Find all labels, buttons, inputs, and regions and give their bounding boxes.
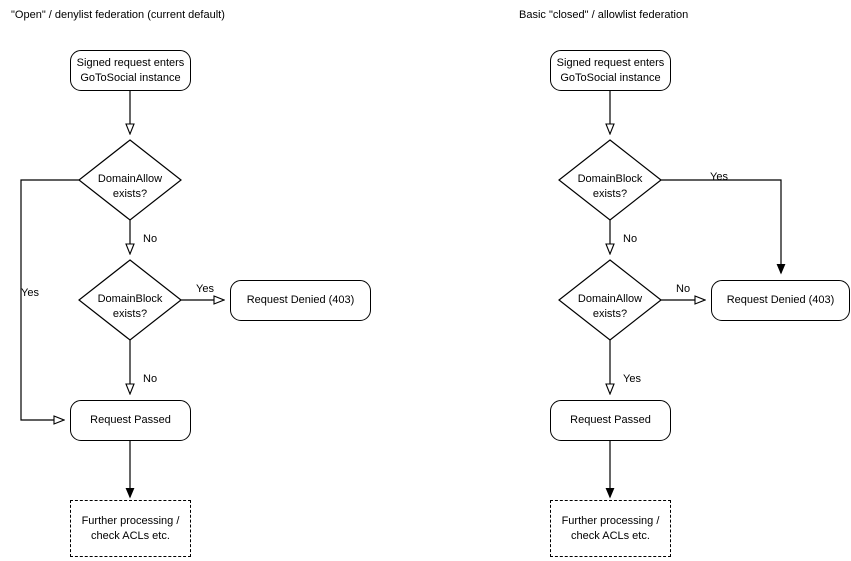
node-start-right[interactable]: Signed request enters GoToSocial instanc… xyxy=(550,50,671,91)
edge-label-decision2-no-left: No xyxy=(143,373,158,385)
edge-decision1-yes-loop xyxy=(20,179,79,420)
node-request-denied-left[interactable]: Request Denied (403) xyxy=(230,280,371,321)
node-further-processing-left[interactable]: Further processing / check ACLs etc. xyxy=(70,500,191,557)
node-request-passed-left[interactable]: Request Passed xyxy=(70,400,191,441)
edge-label-decision2-no-right: No xyxy=(676,283,691,295)
decision-diamond-domainblock[interactable] xyxy=(78,259,182,341)
edge-label-decision1-no-left: No xyxy=(143,233,158,245)
left-diagram-shapes: diamond2 --> Request Denied --> Request … xyxy=(20,90,223,497)
node-request-denied-right[interactable]: Request Denied (403) xyxy=(711,280,850,321)
right-diagram-title: Basic "closed" / allowlist federation xyxy=(519,9,689,21)
edge-label-decision1-yes-left: Yes xyxy=(21,287,39,299)
node-further-processing-right[interactable]: Further processing / check ACLs etc. xyxy=(550,500,671,557)
node-request-passed-right[interactable]: Request Passed xyxy=(550,400,671,441)
right-diagram-shapes: right then down into top of Request Deni… xyxy=(558,90,781,497)
edge-label-decision1-yes-right: Yes xyxy=(710,171,728,183)
left-diagram-title: "Open" / denylist federation (current de… xyxy=(11,9,225,21)
edge-decision1-yes-right xyxy=(661,179,781,273)
edge-label-decision2-yes-right: Yes xyxy=(623,373,641,385)
node-start-left[interactable]: Signed request enters GoToSocial instanc… xyxy=(70,50,191,91)
decision-diamond-domainallow-right[interactable] xyxy=(558,259,662,341)
edge-label-decision1-no-right: No xyxy=(623,233,638,245)
decision-diamond-domainallow[interactable] xyxy=(78,139,182,221)
edge-label-decision2-yes-left: Yes xyxy=(196,283,214,295)
decision-diamond-domainblock-right[interactable] xyxy=(558,139,662,221)
